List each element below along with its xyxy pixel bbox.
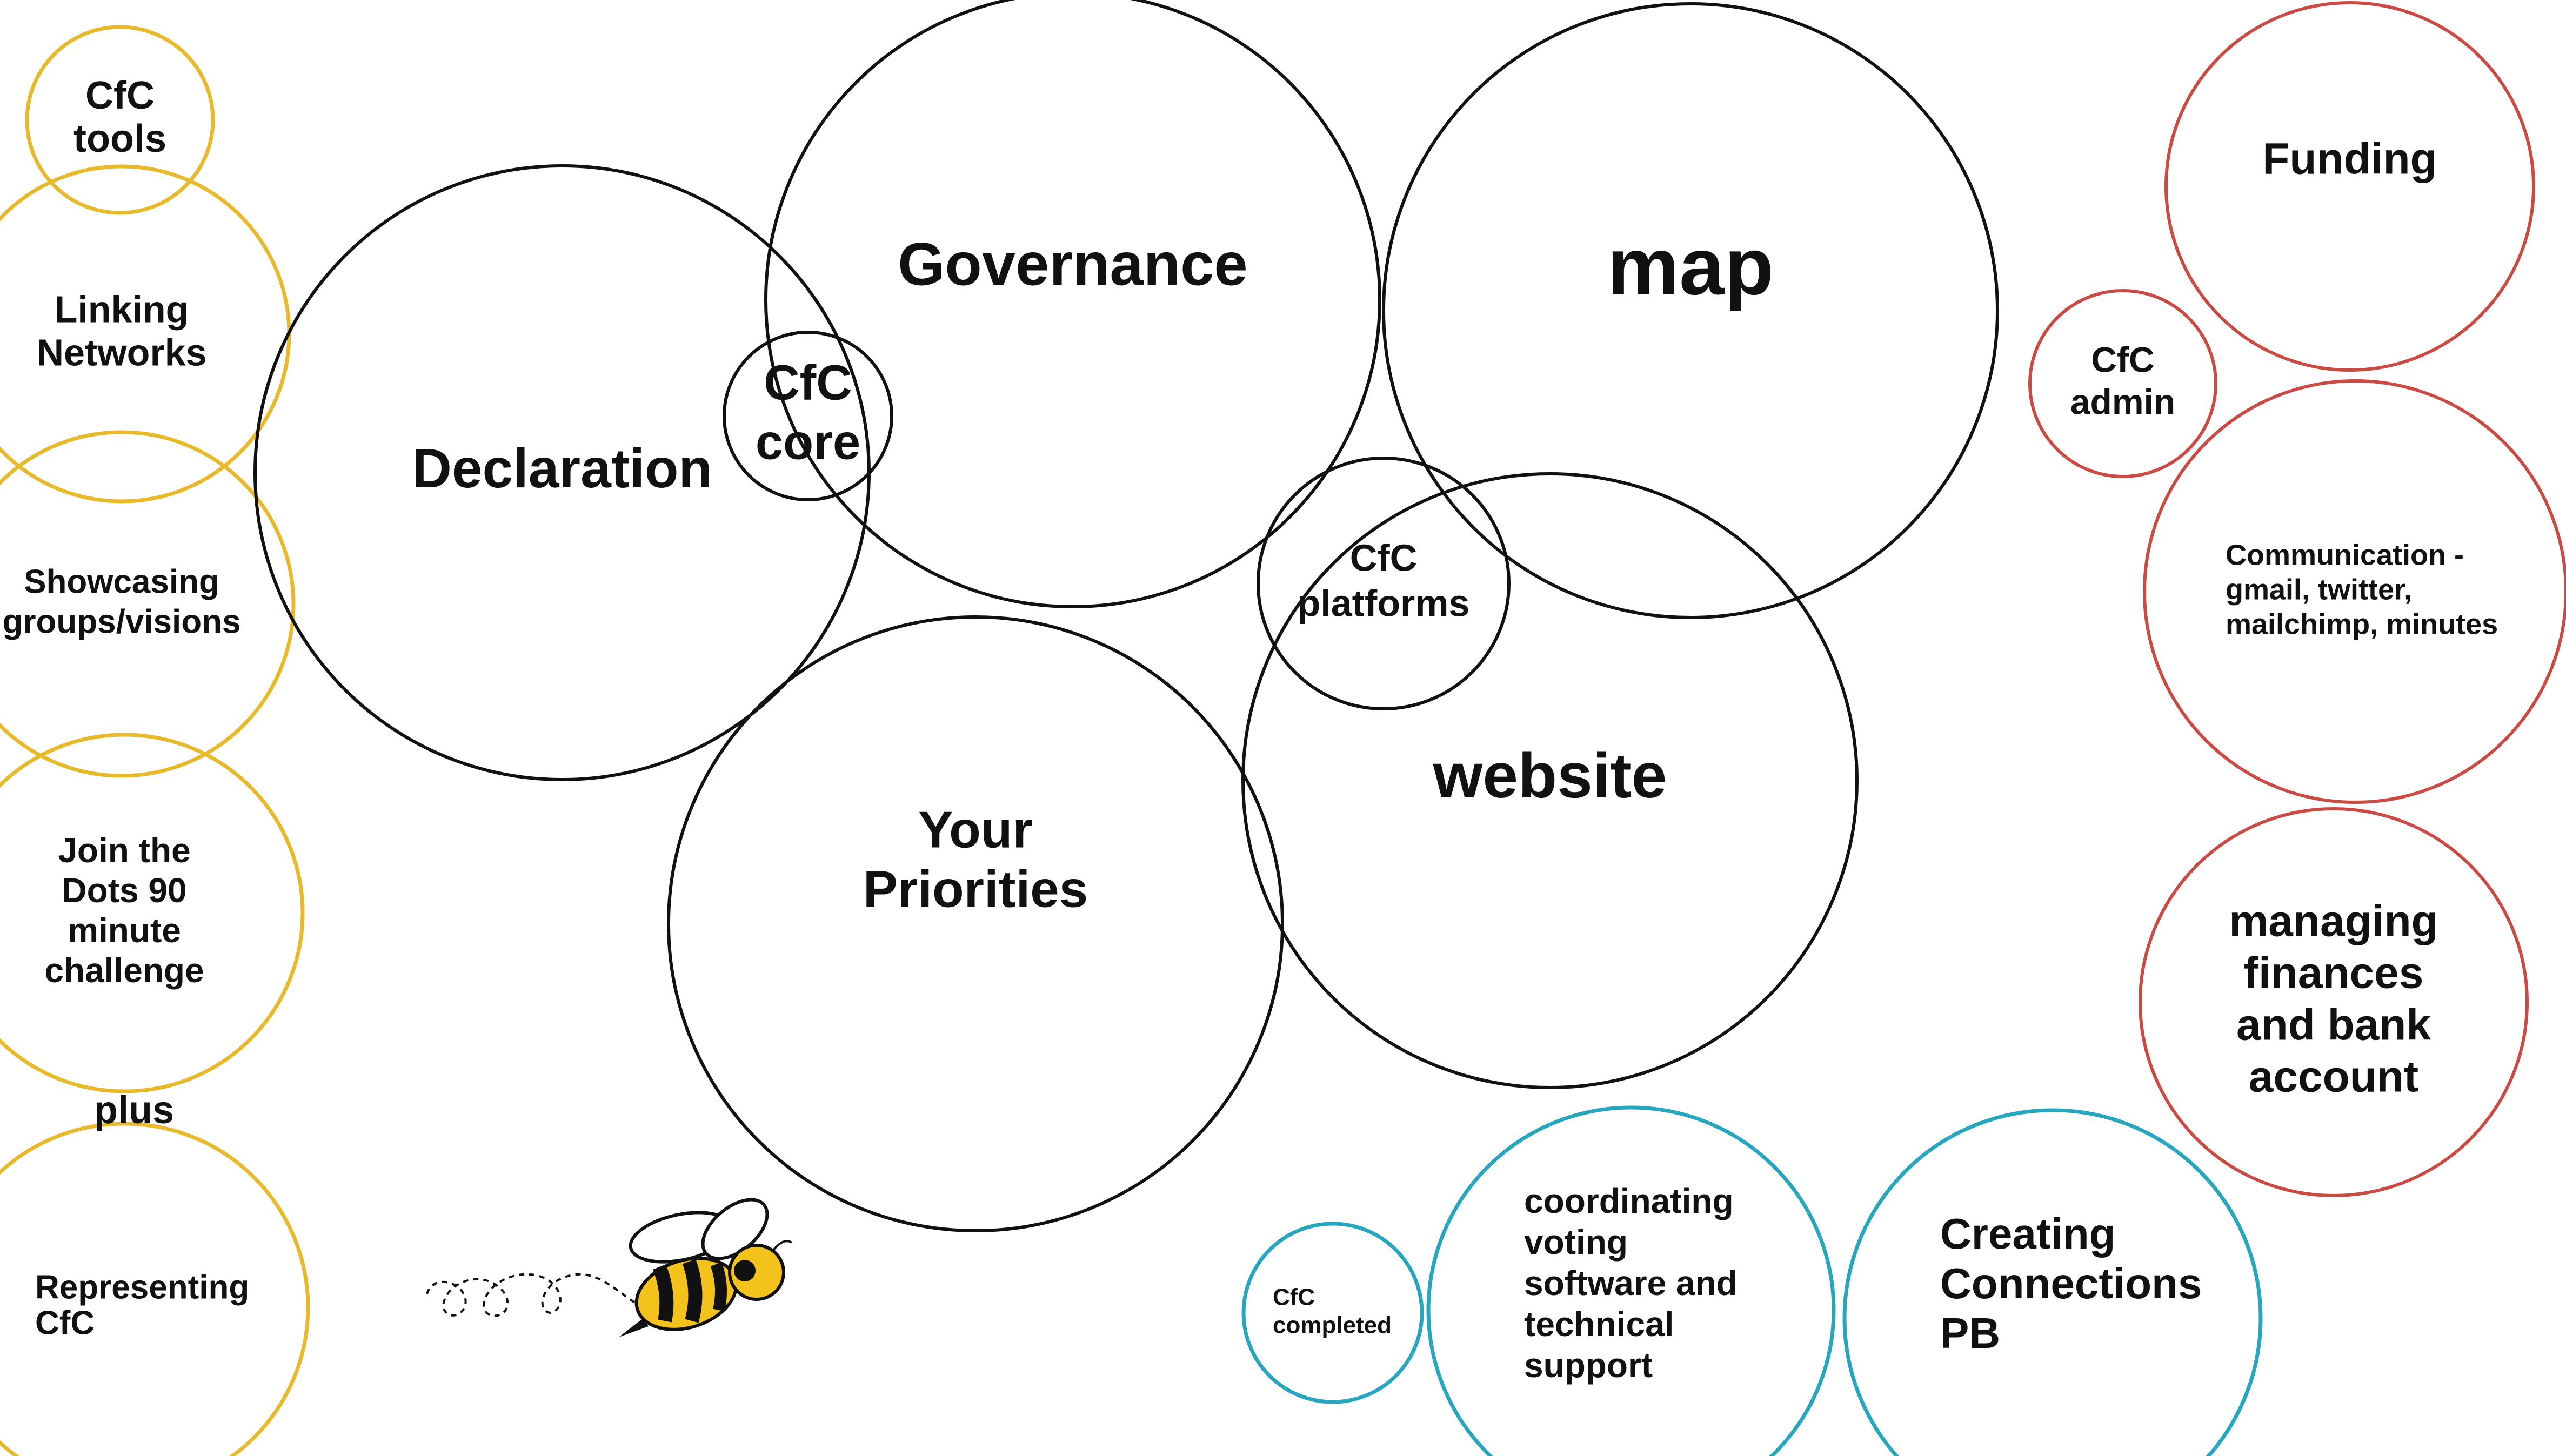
- bubble-label-cfc-core: CfC: [764, 355, 852, 410]
- bubble-circle-cfc-core: [723, 331, 893, 501]
- bee-trail: [426, 1273, 644, 1317]
- bubble-label-join-the-dots: minute: [68, 911, 181, 950]
- bubble-label-join-the-dots: challenge: [44, 951, 204, 990]
- bubble-label-representing-cfc: CfC: [35, 1304, 95, 1341]
- bubble-label-join-the-dots: Join the: [58, 831, 190, 870]
- bubble-circle-funding: [2164, 1, 2535, 372]
- bubble-label-coordinating-voting: coordinating: [1524, 1182, 1734, 1220]
- bubble-label-cfc-admin: CfC: [2091, 339, 2154, 379]
- bubble-label-representing-cfc: Representing: [35, 1269, 249, 1306]
- bubble-circle-managing-finances: [2139, 807, 2529, 1197]
- bubble-governance: Governance: [764, 0, 1381, 608]
- bubble-label-map: map: [1607, 221, 1774, 312]
- bubble-label-governance: Governance: [898, 231, 1247, 298]
- bubble-label-communication: Communication -: [2226, 539, 2464, 571]
- bubble-label-managing-finances: managing: [2229, 897, 2438, 946]
- bubble-circle-coordinating-voting: [1426, 1105, 1836, 1456]
- bubble-label-coordinating-voting: technical: [1524, 1305, 1674, 1344]
- bubble-label-creating-connections: Creating: [1940, 1210, 2116, 1258]
- bubble-label-your-priorities: Your: [918, 801, 1033, 858]
- bubble-label-creating-connections: Connections: [1940, 1259, 2202, 1307]
- bubble-communication: Communication -gmail, twitter,mailchimp,…: [2143, 379, 2566, 804]
- bubble-label-cfc-core: core: [756, 414, 860, 469]
- bubble-circle-cfc-tools: [25, 25, 215, 215]
- bubble-label-managing-finances: account: [2249, 1052, 2418, 1102]
- bubble-label-cfc-tools: tools: [73, 117, 166, 160]
- bubble-label-linking-networks: Networks: [36, 331, 206, 373]
- bubble-label-coordinating-voting: voting: [1524, 1223, 1628, 1262]
- bubble-declaration: Declaration: [253, 164, 871, 781]
- bubble-circle-your-priorities: [667, 615, 1284, 1232]
- bubble-label-cfc-completed: CfC: [1273, 1284, 1315, 1311]
- bubble-circle-showcasing: [0, 430, 296, 778]
- bubble-circle-cfc-admin: [2028, 289, 2217, 478]
- bubble-circle-governance: [764, 0, 1381, 608]
- bubble-label-managing-finances: finances: [2244, 949, 2424, 998]
- bubble-circle-map: [1382, 2, 1999, 619]
- bubble-website: website: [1241, 472, 1859, 1089]
- bee-stripe: [710, 1262, 727, 1312]
- bubble-circle-cfc-platforms: [1257, 457, 1511, 710]
- bubble-label-communication: gmail, twitter,: [2226, 573, 2412, 606]
- bubble-map: map: [1382, 2, 1999, 619]
- bubble-label-managing-finances: and bank: [2236, 1001, 2431, 1050]
- bubble-label-funding: Funding: [2262, 135, 2437, 184]
- bubble-label-creating-connections: PB: [1940, 1309, 2000, 1357]
- bubble-label-cfc-platforms: CfC: [1350, 536, 1417, 579]
- bubble-label-declaration: Declaration: [412, 438, 712, 499]
- bubble-label-cfc-completed: completed: [1273, 1312, 1392, 1339]
- bee-antenna: [772, 1240, 793, 1252]
- bubble-label-linking-networks: Linking: [55, 288, 189, 330]
- bubble-label-cfc-admin: admin: [2070, 381, 2175, 421]
- bee-icon: [426, 1198, 793, 1337]
- bubble-label-showcasing: Showcasing: [24, 563, 219, 600]
- plus-label: plus: [94, 1089, 174, 1132]
- bubble-label-coordinating-voting: support: [1524, 1346, 1653, 1385]
- bee-stripe: [652, 1264, 674, 1323]
- bubble-circle-communication: [2143, 379, 2566, 804]
- bee-eye: [734, 1260, 756, 1281]
- bubble-label-cfc-tools: CfC: [85, 74, 155, 117]
- bubble-label-communication: mailchimp, minutes: [2226, 608, 2498, 640]
- bubble-circle-cfc-completed: [1241, 1222, 1424, 1404]
- bubble-circle-creating-connections: [1842, 1108, 2263, 1456]
- bubble-label-join-the-dots: Dots 90: [62, 871, 186, 910]
- bubble-label-website: website: [1433, 740, 1667, 811]
- bee-head: [728, 1244, 785, 1301]
- bubble-label-showcasing: groups/visions: [3, 603, 241, 640]
- bubble-circle-website: [1241, 472, 1859, 1089]
- bee-stripe: [682, 1259, 703, 1323]
- bubble-label-cfc-platforms: platforms: [1298, 582, 1470, 624]
- bubble-circle-join-the-dots: [0, 733, 305, 1093]
- bubble-label-coordinating-voting: software and: [1524, 1264, 1738, 1303]
- bubble-label-your-priorities: Priorities: [863, 860, 1088, 918]
- bubble-funding: Funding: [2164, 1, 2535, 372]
- bubble-circle-representing-cfc: [0, 1122, 310, 1456]
- bee-stinger: [619, 1318, 649, 1337]
